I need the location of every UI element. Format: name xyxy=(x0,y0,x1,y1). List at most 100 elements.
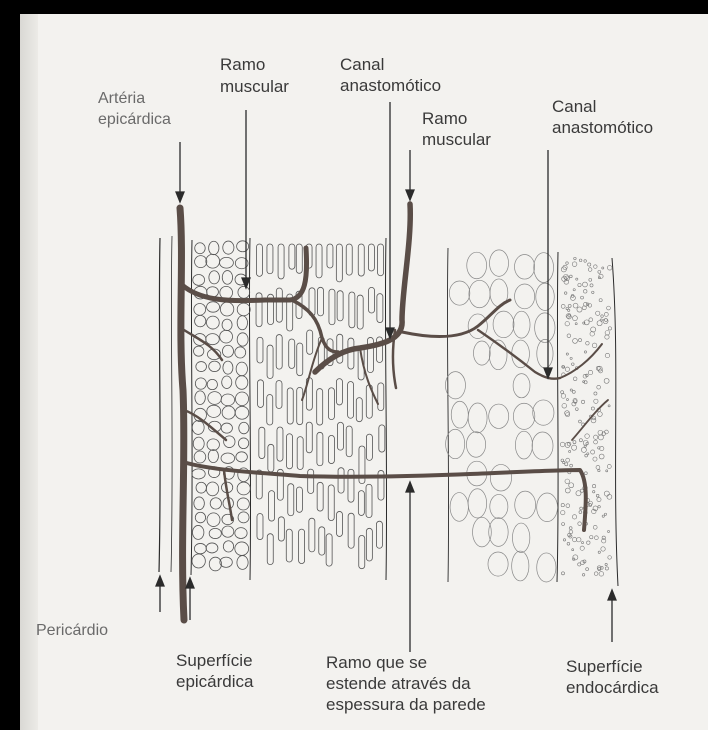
cell-mark xyxy=(489,404,509,428)
cell-mark xyxy=(537,493,558,522)
cell-mark xyxy=(572,262,577,267)
outer-muscle-boundary xyxy=(249,238,250,580)
cell-mark xyxy=(596,311,600,315)
cell-mark xyxy=(366,434,372,460)
cell-mark xyxy=(572,445,577,450)
cell-mark xyxy=(599,274,603,278)
cell-mark xyxy=(573,441,576,444)
cell-mark xyxy=(336,511,342,536)
cell-mark xyxy=(597,497,601,501)
cell-mark xyxy=(221,423,232,433)
cell-mark xyxy=(257,380,263,408)
cell-mark xyxy=(488,552,508,576)
cell-mark xyxy=(570,357,572,359)
cell-mark xyxy=(195,378,206,389)
cell-mark xyxy=(329,289,335,325)
cell-mark xyxy=(220,302,233,316)
cell-mark xyxy=(537,553,556,582)
cell-mark xyxy=(192,469,205,479)
cell-mark xyxy=(515,284,535,309)
cell-mark xyxy=(192,420,204,434)
cell-mark xyxy=(267,345,273,378)
cell-mark xyxy=(235,528,247,539)
cell-mark xyxy=(589,318,593,322)
cell-mark xyxy=(605,563,607,565)
cell-mark xyxy=(206,482,218,496)
cell-mark xyxy=(376,521,382,548)
cell-mark xyxy=(307,330,313,354)
cell-mark xyxy=(308,469,314,493)
cell-mark xyxy=(581,447,586,452)
cell-mark xyxy=(194,346,204,356)
cell-mark xyxy=(608,405,610,407)
cell-mark xyxy=(468,403,487,433)
cell-mark xyxy=(594,435,598,439)
cell-mark xyxy=(209,557,221,571)
cell-mark xyxy=(237,241,249,252)
pericardium-line xyxy=(159,238,160,572)
cell-mark xyxy=(590,284,593,287)
cell-mark xyxy=(594,265,598,269)
cell-mark xyxy=(567,542,570,545)
cell-mark xyxy=(257,513,263,539)
cell-mark xyxy=(607,306,611,310)
cell-mark xyxy=(562,522,565,525)
cell-mark xyxy=(565,479,570,484)
cell-mark xyxy=(561,394,566,399)
cell-mark xyxy=(327,244,333,268)
cell-mark xyxy=(236,376,248,390)
cell-mark xyxy=(287,388,293,424)
cell-mark xyxy=(515,491,536,518)
cell-mark xyxy=(569,483,574,488)
arrow-arteria-epicardica xyxy=(176,142,184,202)
cell-mark xyxy=(267,394,273,425)
cell-mark xyxy=(268,444,274,472)
cell-mark xyxy=(533,400,554,425)
cell-mark xyxy=(449,281,470,305)
cell-mark xyxy=(515,254,535,279)
endocardial-surface-line xyxy=(612,258,618,586)
cell-mark xyxy=(597,385,601,389)
cell-mark xyxy=(592,484,595,487)
cell-mark xyxy=(578,283,581,286)
cell-mark xyxy=(588,263,591,266)
label-ramo-muscular-2: Ramo muscular xyxy=(422,108,532,150)
cell-mark xyxy=(565,488,570,493)
cell-mark xyxy=(564,292,567,295)
cell-mark xyxy=(289,339,295,368)
cell-mark xyxy=(600,446,604,450)
cell-mark xyxy=(598,435,603,440)
cell-mark xyxy=(297,437,303,470)
cell-mark xyxy=(572,390,575,393)
cell-mark xyxy=(195,243,205,254)
cell-mark xyxy=(237,333,248,346)
cell-mark xyxy=(318,287,324,316)
cell-mark xyxy=(513,374,530,398)
cell-mark xyxy=(267,244,273,274)
cell-mark xyxy=(239,422,249,434)
cell-mark xyxy=(570,275,573,278)
cell-mark xyxy=(366,484,372,517)
cell-mark xyxy=(593,491,595,493)
cell-mark xyxy=(572,537,576,541)
cell-mark xyxy=(583,322,585,324)
cell-mark xyxy=(194,303,206,315)
cell-mark xyxy=(296,244,302,273)
cell-mark xyxy=(259,427,265,458)
cell-mark xyxy=(581,296,584,299)
cell-mark xyxy=(537,339,553,368)
cell-mark xyxy=(582,574,584,576)
cell-mark xyxy=(193,525,204,539)
cell-mark xyxy=(596,494,599,497)
cell-mark xyxy=(207,405,221,417)
cell-mark xyxy=(359,535,365,568)
cell-mark xyxy=(237,556,248,570)
cell-mark xyxy=(220,330,233,343)
cell-mark xyxy=(237,482,250,495)
cell-mark xyxy=(602,267,604,269)
cell-mark xyxy=(587,541,590,544)
cell-mark xyxy=(575,323,577,325)
cell-mark xyxy=(598,506,600,508)
cell-mark xyxy=(358,491,364,516)
cell-mark xyxy=(222,319,232,330)
